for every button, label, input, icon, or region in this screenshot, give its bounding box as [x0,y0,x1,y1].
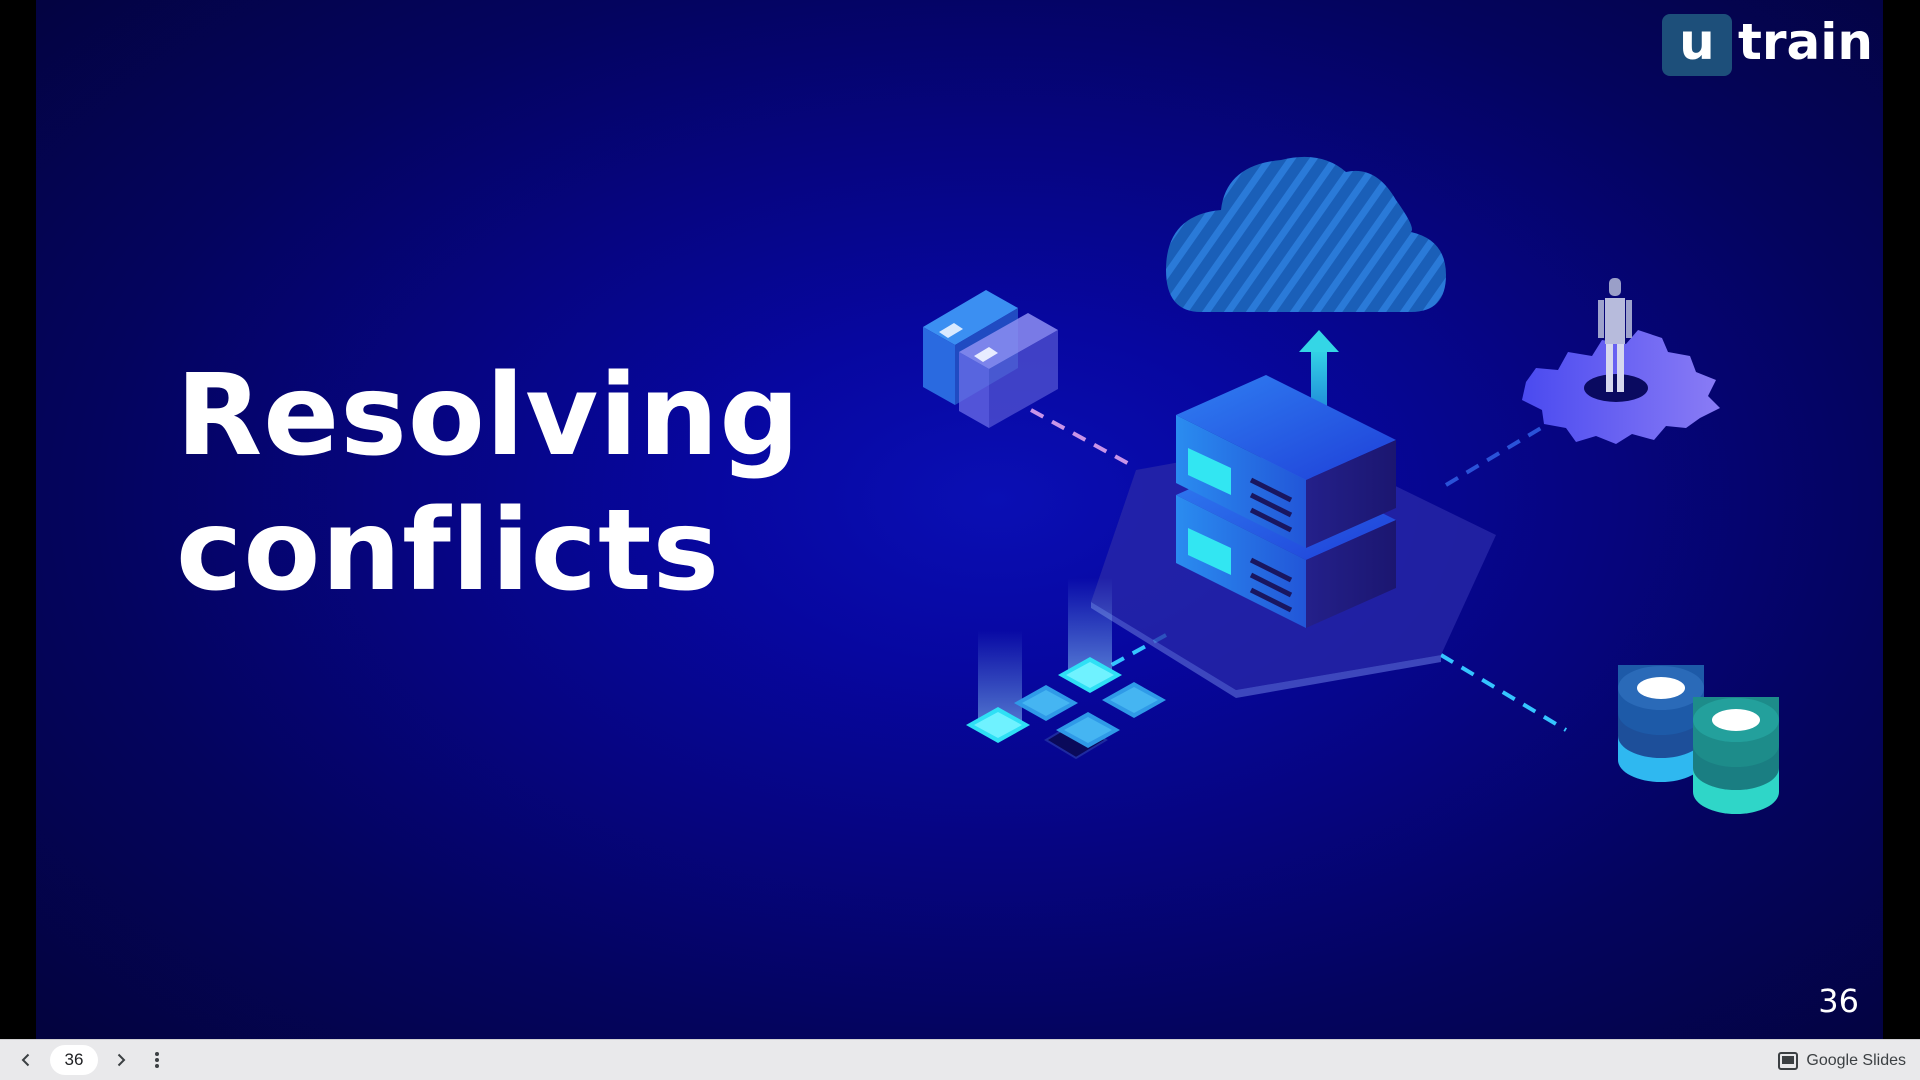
google-slides-link[interactable]: Google Slides [1778,1040,1906,1080]
previous-slide-button[interactable] [12,1046,40,1074]
utrain-logo: u train [1661,13,1873,76]
logo-badge: u [1661,14,1732,76]
network-illustration [923,156,1779,814]
slide-title-line-2: conflicts [176,486,721,616]
chevron-left-icon [21,1053,30,1067]
user-gear-icon [1522,278,1720,444]
more-vert-icon [155,1052,159,1068]
chevron-right-icon [117,1053,126,1067]
database-icon [1618,665,1779,814]
next-slide-button[interactable] [107,1046,135,1074]
slide-title-line-1: Resolving [176,351,801,481]
slide-number-input[interactable] [50,1045,98,1075]
slide-canvas: Resolving conflicts u train [36,0,1883,1039]
slides-toolbar: Google Slides [0,1039,1920,1080]
slides-icon [1778,1051,1799,1070]
logo-word: train [1737,13,1873,71]
slide-number: 36 [1818,982,1859,1020]
server-stack-icon [1176,375,1396,628]
chip-grid-icon [966,578,1166,760]
more-options-button[interactable] [143,1046,171,1074]
folder-cards-icon [923,290,1058,428]
google-slides-label: Google Slides [1806,1051,1906,1069]
cloud-icon [1166,156,1446,312]
